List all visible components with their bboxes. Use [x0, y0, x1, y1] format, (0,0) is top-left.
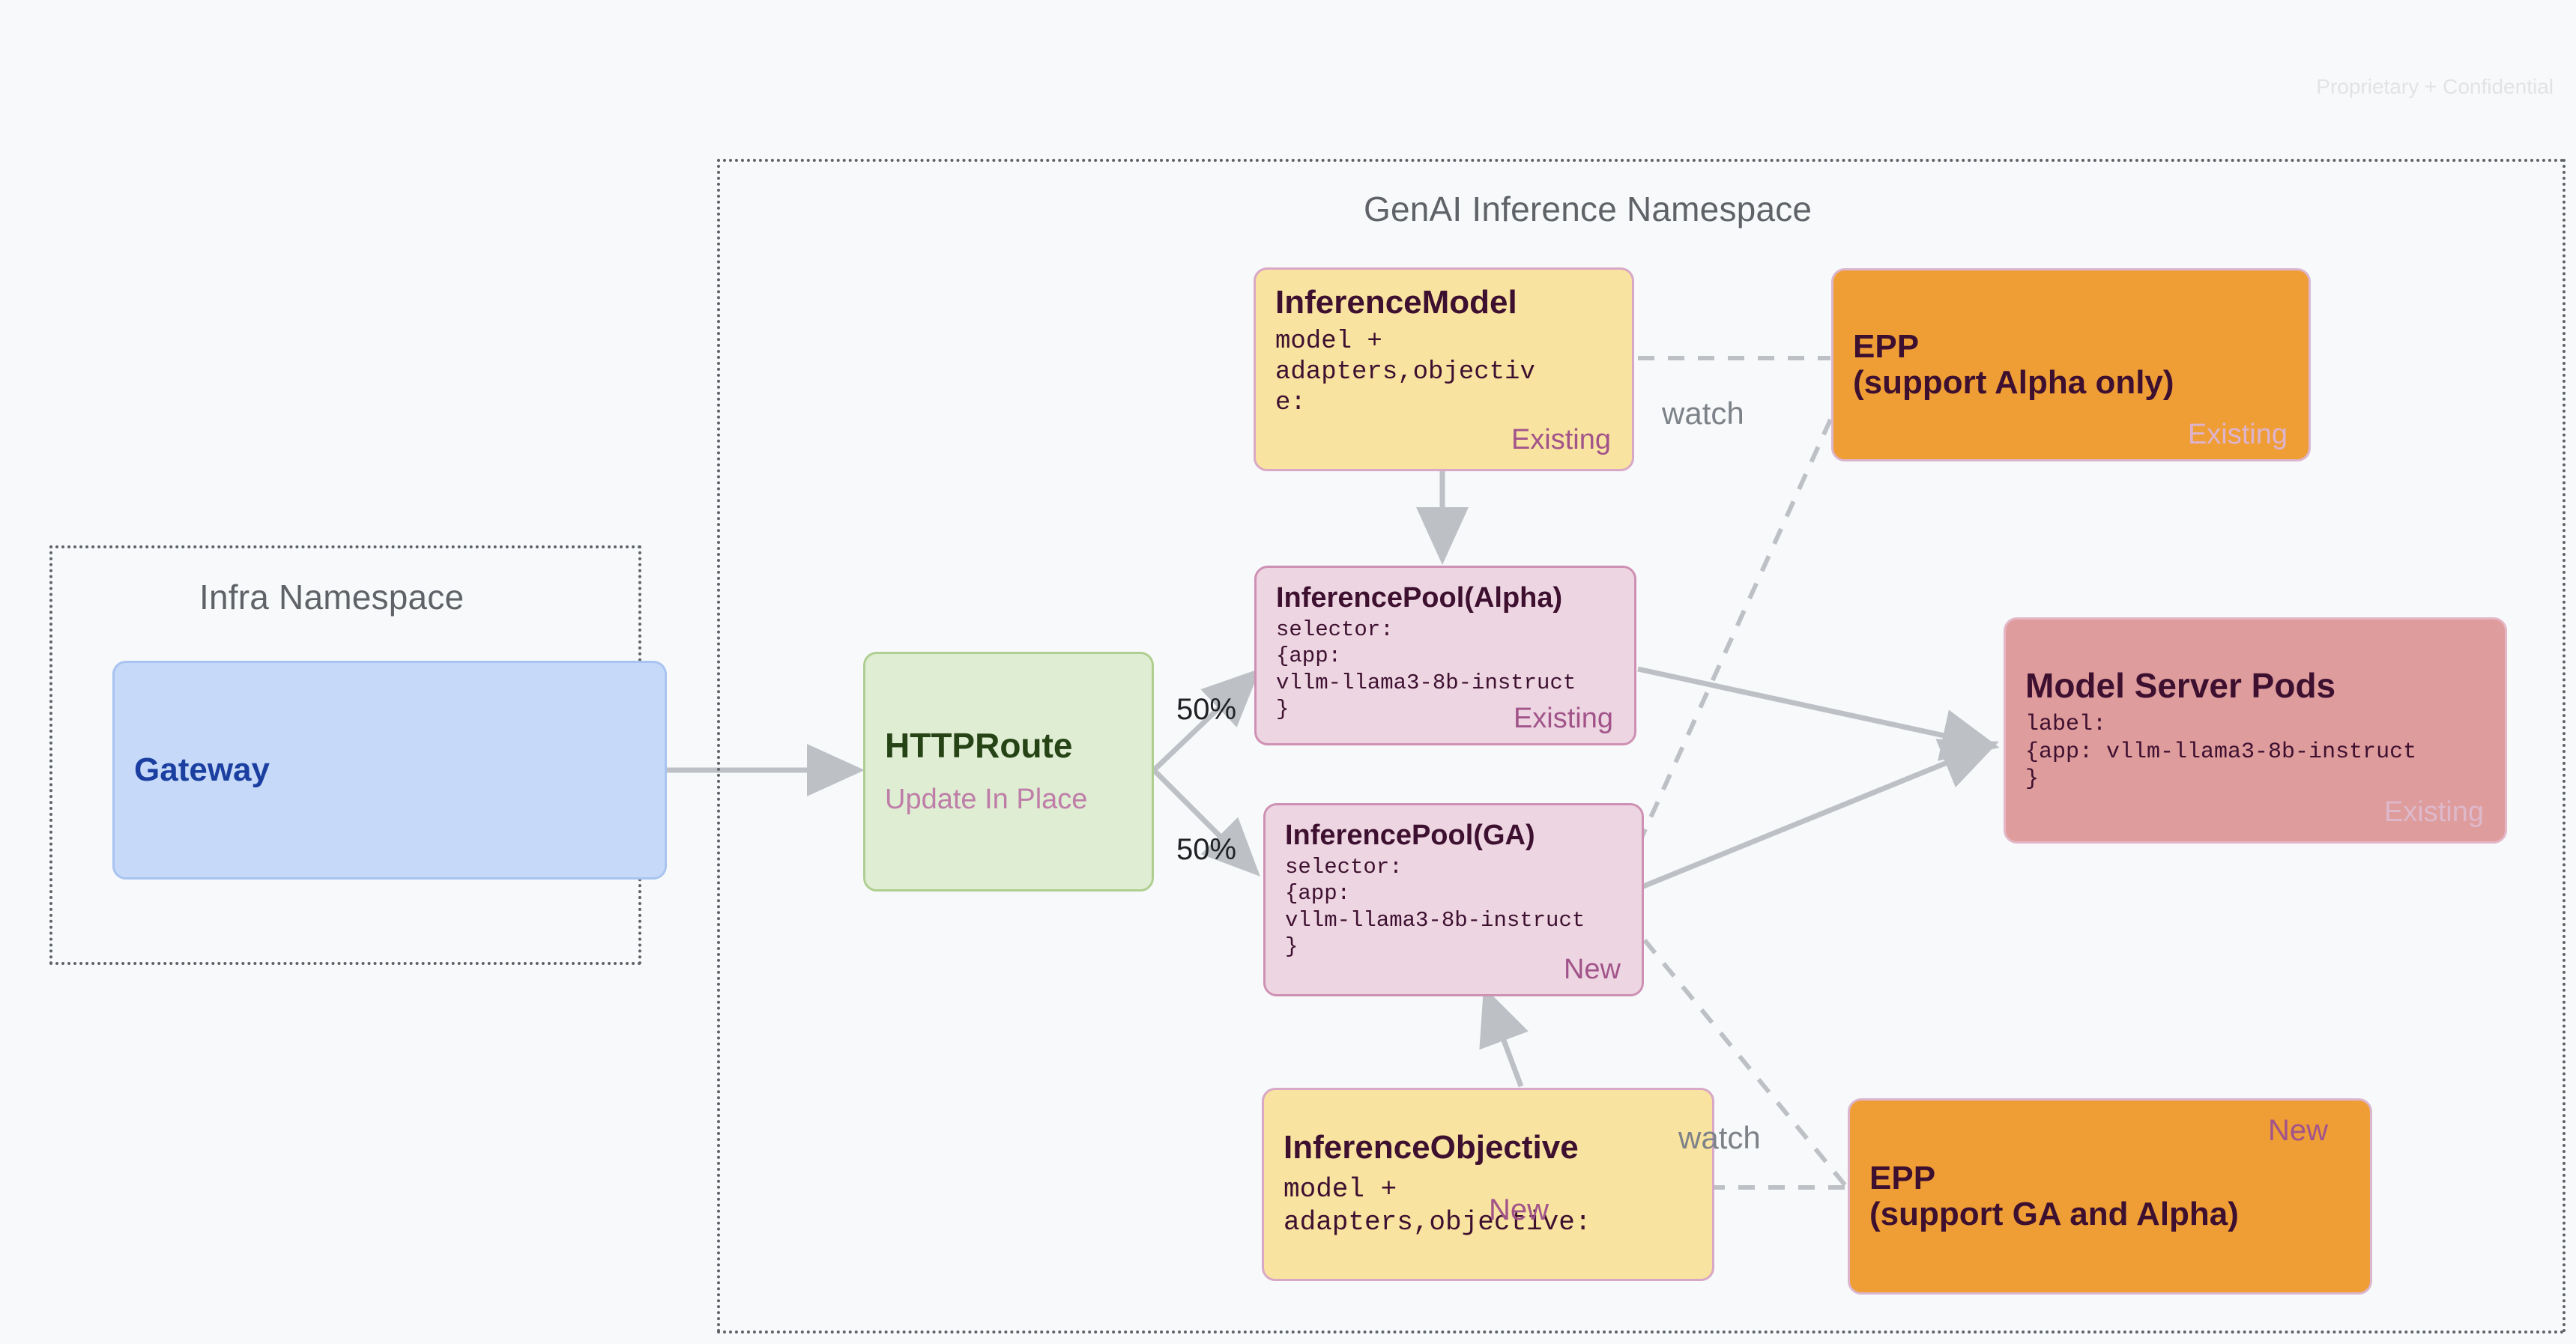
node-epp-ga-title-line2: (support GA and Alpha)	[1869, 1196, 2239, 1232]
edge-label-split-bottom: 50%	[1176, 833, 1237, 866]
confidential-note: Proprietary + Confidential	[2316, 75, 2554, 98]
node-inference-pool-ga-body: selector: {app: vllm-llama3-8b-instruct …	[1285, 855, 1585, 960]
node-httproute-status: Update In Place	[885, 784, 1088, 816]
node-httproute-title: HTTPRoute	[885, 725, 1073, 765]
node-inference-pool-alpha[interactable]: InferencePool(Alpha) selector: {app: vll…	[1254, 566, 1636, 745]
node-epp-alpha-title-line2: (support Alpha only)	[1853, 364, 2174, 401]
node-model-server-pods[interactable]: Model Server Pods label: {app: vllm-llam…	[2004, 617, 2507, 844]
node-epp-ga[interactable]: EPP (support GA and Alpha) New	[1848, 1098, 2372, 1295]
node-inference-pool-alpha-title: InferencePool(Alpha)	[1276, 582, 1563, 614]
node-epp-ga-status: New	[2267, 1114, 2328, 1147]
node-gateway-title: Gateway	[134, 751, 270, 789]
node-inference-pool-alpha-status: Existing	[1513, 703, 1613, 734]
node-inference-objective[interactable]: InferenceObjective model + adapters,obje…	[1262, 1088, 1714, 1281]
node-inference-objective-title: InferenceObjective	[1284, 1129, 1579, 1166]
node-model-server-pods-status: Existing	[2383, 796, 2484, 828]
node-inference-pool-alpha-body: selector: {app: vllm-llama3-8b-instruct …	[1276, 617, 1576, 722]
node-httproute[interactable]: HTTPRoute Update In Place	[863, 652, 1154, 892]
node-epp-alpha-status: Existing	[2187, 419, 2288, 450]
node-epp-alpha-title-line1: EPP	[1853, 328, 1920, 366]
edge-label-split-top: 50%	[1176, 693, 1237, 726]
edge-label-watch-bottom: watch	[1678, 1120, 1761, 1155]
node-inference-pool-ga-status: New	[1563, 954, 1621, 985]
node-inference-pool-ga-title: InferencePool(GA)	[1285, 820, 1535, 851]
node-model-server-pods-body: label: {app: vllm-llama3-8b-instruct }	[2025, 711, 2417, 793]
namespace-infra-title: Infra Namespace	[199, 578, 465, 617]
node-model-server-pods-title: Model Server Pods	[2025, 666, 2336, 706]
namespace-genai	[717, 159, 2566, 1334]
node-inference-model-status: Existing	[1511, 424, 1611, 455]
node-inference-model-title: InferenceModel	[1275, 284, 1517, 321]
node-epp-alpha[interactable]: EPP (support Alpha only) Existing	[1831, 268, 2311, 461]
node-inference-objective-status: New	[1489, 1193, 1549, 1226]
node-inference-pool-ga[interactable]: InferencePool(GA) selector: {app: vllm-l…	[1263, 803, 1644, 996]
node-inference-objective-body: model + adapters,objective:	[1284, 1173, 1591, 1238]
edge-label-watch-top: watch	[1662, 396, 1744, 431]
node-inference-model-body: model + adapters,objectiv e:	[1275, 327, 1535, 418]
node-gateway[interactable]: Gateway	[112, 661, 667, 880]
node-inference-model[interactable]: InferenceModel model + adapters,objectiv…	[1254, 267, 1634, 471]
node-epp-ga-title-line1: EPP	[1869, 1160, 1936, 1197]
namespace-genai-title: GenAI Inference Namespace	[1364, 190, 1812, 228]
